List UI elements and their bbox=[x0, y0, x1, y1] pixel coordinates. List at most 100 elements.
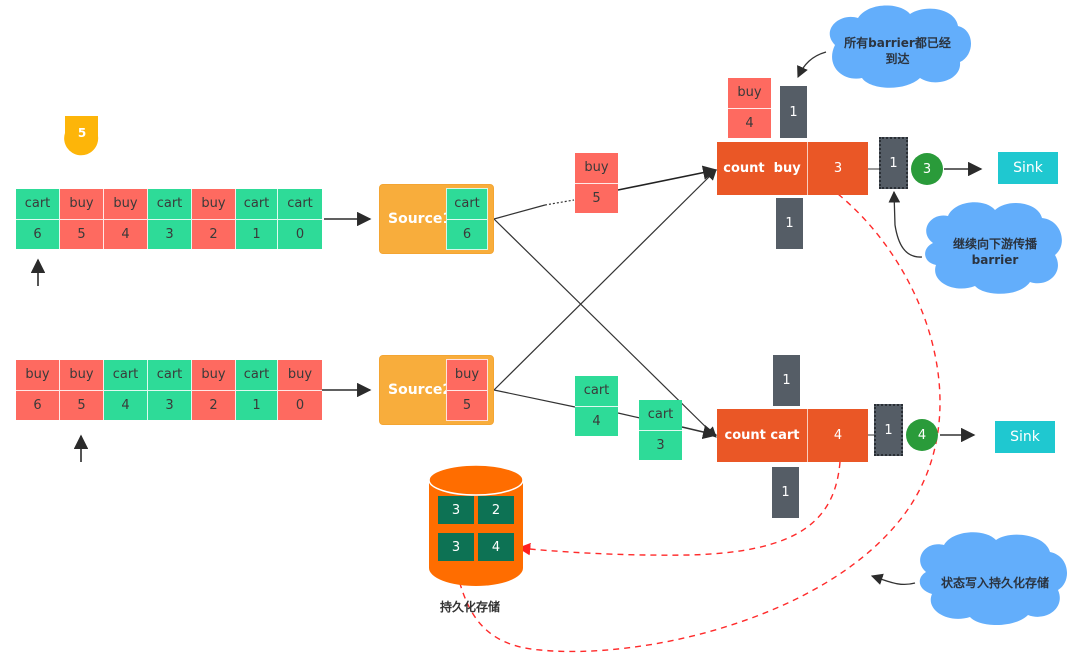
source1-label: Source1 bbox=[388, 211, 453, 227]
event-offset: 2 bbox=[209, 226, 218, 242]
count-cart-operator: count cart 4 bbox=[717, 409, 868, 462]
cart3-to-count-cart-arrow bbox=[681, 425, 718, 440]
count-cart-state: 4 bbox=[833, 428, 843, 443]
event-type: cart bbox=[148, 360, 191, 391]
event-offset: 4 bbox=[592, 413, 601, 429]
buffered-event-buy-4: buy 4 bbox=[728, 78, 771, 138]
source2-node: Source2 buy 5 bbox=[379, 355, 494, 425]
count-buy-emitted-result: 3 bbox=[911, 153, 943, 185]
event-type: buy bbox=[60, 189, 103, 220]
sink-label: Sink bbox=[1010, 429, 1040, 445]
cloud-all-barriers-arrived bbox=[829, 5, 972, 88]
count-cart-emitted-result: 4 bbox=[906, 419, 938, 451]
checkpoint-id-label: 5 bbox=[77, 126, 87, 140]
barrier-id: 1 bbox=[889, 155, 898, 171]
callout-propagate-barrier: 继续向下游传播 barrier bbox=[935, 222, 1055, 282]
stream2-event: cart 4 bbox=[104, 360, 148, 420]
event-type: cart bbox=[575, 376, 618, 407]
event-type: buy bbox=[575, 153, 618, 184]
count-buy-operator: count buy 3 bbox=[717, 142, 868, 195]
callout-all-barriers-arrived: 所有barrier都已经到达 bbox=[844, 36, 951, 66]
barrier-id: 1 bbox=[884, 422, 893, 438]
count-cart-barrier-bottom: 1 bbox=[772, 467, 799, 518]
source2-to-cart4-line bbox=[493, 389, 576, 408]
event-offset: 4 bbox=[121, 226, 130, 242]
event-type: cart bbox=[278, 189, 322, 220]
event-type: cart bbox=[236, 360, 277, 391]
event-type: buy bbox=[104, 189, 147, 220]
stream2-event: buy 5 bbox=[60, 360, 104, 420]
cloud-propagate-barrier bbox=[925, 202, 1062, 294]
barrier-id: 1 bbox=[782, 373, 791, 388]
stream2-event: cart 1 bbox=[236, 360, 278, 420]
stream1-event: buy 5 bbox=[60, 189, 104, 249]
event-offset: 0 bbox=[295, 397, 305, 413]
event-type: cart bbox=[236, 189, 277, 220]
event-offset: 3 bbox=[656, 437, 665, 453]
event-offset: 4 bbox=[745, 115, 754, 131]
event-type: cart bbox=[104, 360, 147, 391]
callout-line: 继续向下游传播 bbox=[952, 237, 1037, 251]
callout-line: barrier bbox=[971, 253, 1019, 267]
checkpoint-badge-shape bbox=[64, 116, 99, 156]
event-type: buy bbox=[728, 78, 771, 109]
event-offset: 0 bbox=[295, 226, 305, 242]
count-cart-barrier-top: 1 bbox=[773, 355, 800, 406]
emitted-value: 4 bbox=[917, 427, 927, 443]
event-offset: 6 bbox=[33, 226, 42, 242]
persistent-storage-cylinder bbox=[428, 464, 524, 586]
stream1-event: buy 4 bbox=[104, 189, 148, 249]
event-offset: 5 bbox=[77, 226, 86, 242]
count-buy-state: 3 bbox=[833, 161, 843, 176]
buy5-to-count-buy-arrow bbox=[617, 165, 718, 191]
storage-label: 持久化存储 bbox=[440, 600, 501, 614]
event-type: buy bbox=[192, 360, 235, 391]
source2-to-count-buy-arrow bbox=[493, 169, 717, 391]
event-type: buy bbox=[447, 360, 487, 391]
event-offset: 5 bbox=[77, 397, 86, 413]
count-buy-barrier-out: 1 bbox=[879, 137, 908, 189]
cart4-to-cart3-line bbox=[617, 412, 641, 419]
propagate-barrier-callout-arrow bbox=[888, 190, 923, 258]
sink-label: Sink bbox=[1013, 160, 1043, 176]
event-offset: 4 bbox=[121, 397, 130, 413]
stream1-event: cart 0 bbox=[278, 189, 322, 249]
state-persisted-callout-arrow bbox=[870, 573, 916, 586]
storage-value: 2 bbox=[491, 502, 501, 518]
event-offset: 6 bbox=[33, 397, 42, 413]
event-type: cart bbox=[639, 400, 682, 431]
event-offset: 3 bbox=[165, 226, 174, 242]
event-type: cart bbox=[447, 189, 487, 220]
event-offset: 2 bbox=[209, 397, 218, 413]
barrier-id: 1 bbox=[789, 104, 798, 120]
sink-2: Sink bbox=[995, 421, 1055, 453]
storage-value: 4 bbox=[491, 539, 501, 555]
in-flight-event-buy-5: buy 5 bbox=[575, 153, 618, 213]
event-offset: 5 bbox=[462, 397, 472, 413]
count-cart-barrier-out: 1 bbox=[874, 404, 903, 456]
storage-value: 3 bbox=[451, 502, 461, 518]
storage-cell: 3 bbox=[438, 533, 474, 561]
count-buy-barrier-top: 1 bbox=[780, 86, 807, 138]
event-offset: 1 bbox=[252, 397, 261, 413]
event-offset: 5 bbox=[592, 190, 601, 206]
event-type: buy bbox=[60, 360, 103, 391]
sink-1: Sink bbox=[998, 152, 1058, 184]
in-flight-event-cart-3: cart 3 bbox=[639, 400, 682, 460]
count-cart-state-persist-curve bbox=[517, 461, 841, 556]
in-flight-event-cart-4: cart 4 bbox=[575, 376, 618, 436]
storage-value: 3 bbox=[451, 539, 461, 555]
source2-label: Source2 bbox=[388, 382, 453, 398]
cloud-state-persisted bbox=[919, 532, 1068, 626]
count-buy-state-persist-curve bbox=[450, 193, 941, 653]
source2-current-event: buy 5 bbox=[446, 359, 488, 421]
emitted-value: 3 bbox=[922, 161, 932, 177]
